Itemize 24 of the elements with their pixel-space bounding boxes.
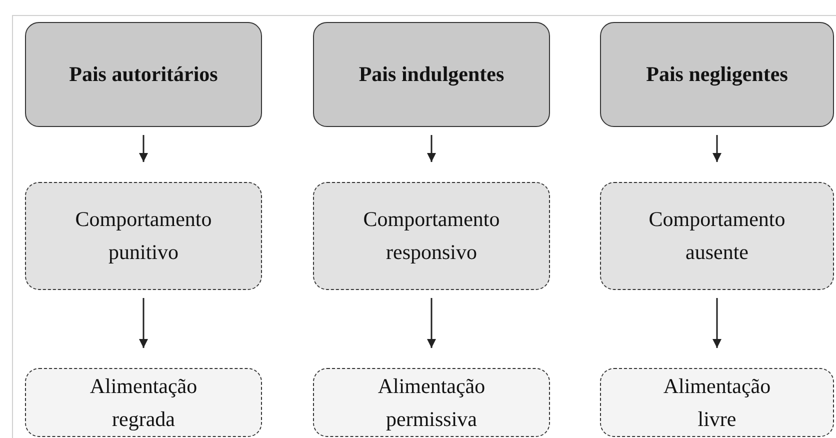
behavior-box [600,182,834,290]
arrow [427,135,436,162]
behavior-box [25,182,262,290]
arrow [712,298,722,348]
parent-type-box [25,22,262,127]
box-label: Comportamento ausente [648,206,786,266]
box-label: Comportamento punitivo [74,206,213,266]
behavior-box [313,182,550,290]
parent-type-box [313,22,550,127]
feeding-box [600,368,834,437]
arrow [139,135,148,162]
box-label: Alimentação regrada [88,372,198,432]
box-label: Alimentação permissiva [376,372,486,432]
box-label: Pais negligentes [646,61,788,88]
box-label: Comportamento responsivo [362,206,501,266]
box-label: Pais autoritários [69,61,218,88]
arrow [139,298,148,348]
parent-type-box [600,22,834,127]
feeding-box [313,368,550,437]
box-label: Alimentação livre [662,372,772,432]
box-label: Pais indulgentes [358,61,504,88]
arrow [712,135,722,162]
arrow [427,298,436,348]
feeding-box [25,368,262,437]
